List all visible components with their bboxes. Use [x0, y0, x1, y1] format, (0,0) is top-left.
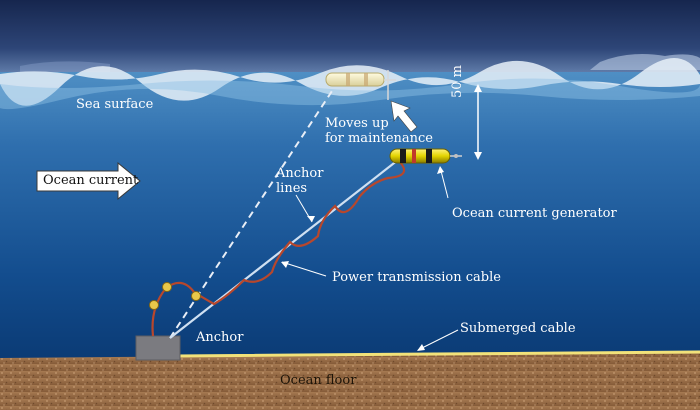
ocean-current-generator-label: Ocean current generator — [452, 206, 617, 221]
anchor-label: Anchor — [196, 330, 244, 345]
cable-float — [149, 300, 159, 310]
moves-up-label-line2: for maintenance — [325, 131, 433, 146]
cable-float — [191, 291, 201, 301]
ocean-current-label: Ocean current — [43, 173, 139, 188]
leader-arrowhead — [417, 344, 425, 351]
ocean-current-arrow: Ocean current — [36, 162, 141, 200]
generator-at-surface — [325, 70, 396, 100]
anchor-lines-label-line1: Anchor — [276, 166, 324, 181]
anchor-lines-label: Anchor lines — [276, 166, 323, 196]
anchor-lines-label-line2: lines — [276, 181, 308, 196]
depth-label: 50 m — [450, 64, 465, 98]
anchor-block — [135, 335, 181, 361]
sea-surface-label: Sea surface — [76, 97, 154, 112]
ocean-floor-label: Ocean floor — [280, 373, 357, 388]
arrow-right-icon — [36, 162, 141, 200]
submerged-cable-label: Submerged cable — [460, 321, 576, 336]
seabed — [0, 352, 700, 410]
leader-arrowhead — [281, 261, 289, 268]
sea-surface-shade — [0, 78, 700, 109]
leader-submerged-cable — [417, 329, 459, 351]
depth-indicator — [474, 84, 482, 160]
leader-arrowhead — [307, 216, 315, 222]
moves-up-label: Moves up for maintenance — [325, 116, 433, 146]
power-transmission-cable — [151, 159, 406, 337]
water — [0, 72, 700, 362]
leader-arrowhead — [437, 166, 444, 174]
arrow-up-icon — [390, 100, 418, 133]
leader-power-cable — [281, 261, 327, 277]
power-transmission-cable-label: Power transmission cable — [332, 270, 501, 285]
moves-up-label-line1: Moves up — [325, 116, 389, 131]
cable-float — [162, 282, 172, 292]
ocean-current-generator — [389, 148, 462, 164]
